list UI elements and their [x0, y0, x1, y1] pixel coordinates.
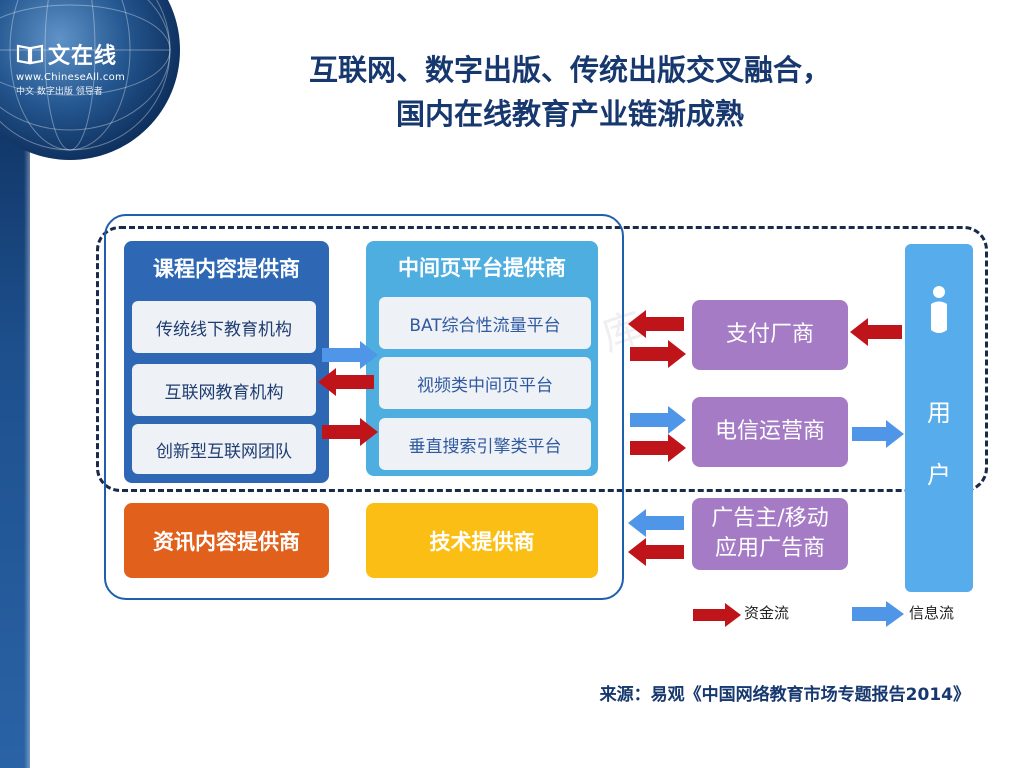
money-arrow-course-to-middle	[322, 418, 378, 446]
money-arrow-middle-to-course	[318, 368, 374, 396]
course-item-offline-education: 传统线下教育机构	[132, 301, 316, 353]
money-arrow-from-advertiser	[628, 538, 684, 566]
title-line-1: 互联网、数字出版、传统出版交叉融合，	[308, 53, 831, 87]
advertiser-line-1: 广告主/移动	[711, 506, 829, 531]
course-item-internet-education: 互联网教育机构	[132, 364, 316, 416]
telecom-operator: 电信运营商	[692, 397, 848, 467]
course-panel-title: 课程内容提供商	[153, 257, 300, 281]
person-icon	[931, 286, 947, 333]
user-column: 用 户	[905, 244, 973, 592]
logo-name: 文在线	[48, 44, 118, 69]
money-arrow-to-payment	[630, 340, 686, 368]
content-side-frame	[104, 214, 624, 600]
money-arrow-to-platform-from-payment	[628, 310, 684, 338]
middle-item-vertical-search: 垂直搜索引擎类平台	[379, 418, 591, 470]
tech-provider: 技术提供商	[366, 503, 598, 578]
user-label: 用 户	[905, 382, 973, 506]
info-arrow-course-to-middle	[322, 341, 378, 369]
info-arrow-to-telecom	[630, 406, 686, 434]
course-item-innovative-team: 创新型互联网团队	[132, 424, 316, 474]
title-line-2: 国内在线教育产业链渐成熟	[395, 97, 744, 131]
advertiser-line-2: 应用广告商	[714, 536, 825, 561]
middle-panel-title: 中间页平台提供商	[398, 256, 566, 280]
slide-title: 互联网、数字出版、传统出版交叉融合， 国内在线教育产业链渐成熟	[190, 48, 950, 136]
user-label-line-1: 用	[927, 399, 951, 427]
info-arrow-from-advertiser	[628, 509, 684, 537]
advertiser-block: 广告主/移动 应用广告商	[692, 498, 848, 570]
money-arrow-user-to-payment	[850, 318, 902, 346]
info-arrow-telecom-to-user	[852, 420, 904, 448]
middle-item-bat-platform: BAT综合性流量平台	[379, 297, 591, 349]
legend-money-label: 资金流	[744, 604, 790, 622]
book-icon	[16, 44, 44, 65]
money-arrow-to-telecom	[630, 434, 686, 462]
middle-item-video-platform: 视频类中间页平台	[379, 357, 591, 409]
payment-vendor: 支付厂商	[692, 300, 848, 370]
legend-info-arrow	[852, 601, 904, 627]
dashed-value-chain-frame	[96, 226, 988, 492]
logo-url: www.ChineseAll.com	[16, 72, 126, 83]
logo-tagline: 中文 数字出版 领导者	[16, 87, 103, 97]
brand-logo: 文在线 www.ChineseAll.com 中文 数字出版 领导者	[16, 38, 125, 97]
legend-money-arrow	[693, 603, 741, 627]
legend-info-label: 信息流	[909, 604, 955, 622]
news-content-provider: 资讯内容提供商	[124, 503, 329, 578]
globe-logo-background	[0, 0, 180, 160]
source-citation: 来源：易观《中国网络教育市场专题报告2014》	[599, 685, 970, 705]
user-label-line-2: 户	[927, 461, 951, 489]
